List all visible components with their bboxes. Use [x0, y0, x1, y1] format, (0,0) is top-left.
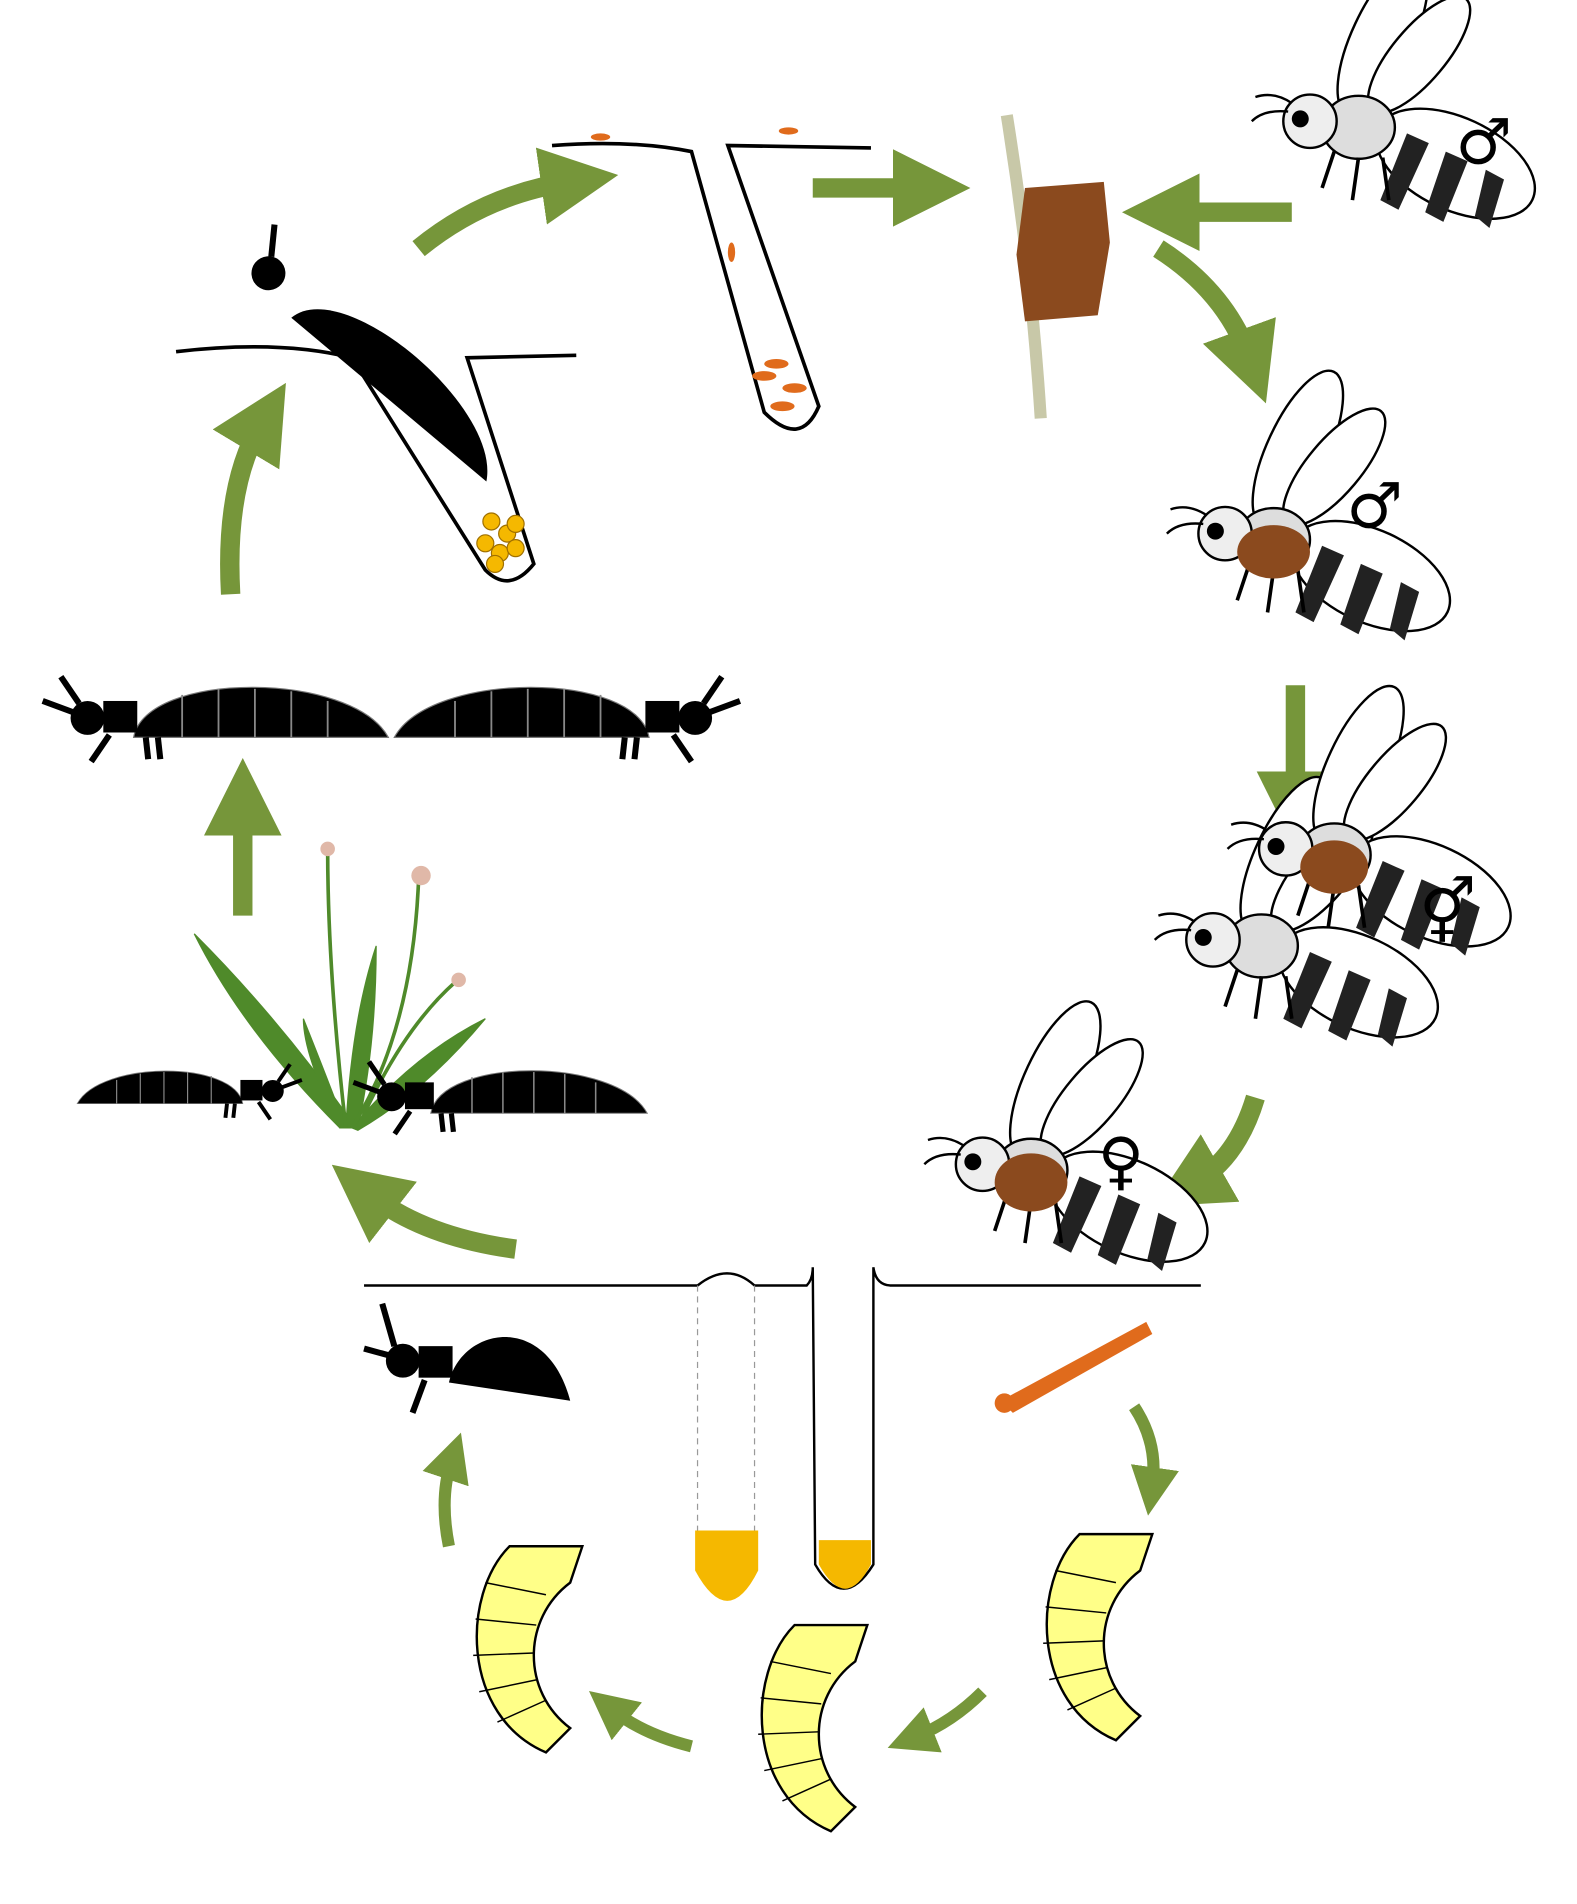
cycle-arrows — [203, 147, 1335, 1753]
bee-nest — [364, 1267, 1201, 1601]
provision-cell — [695, 1530, 759, 1601]
pseudopupa — [471, 1545, 584, 1754]
triungulin-aggregation — [1000, 114, 1110, 419]
feeding-beetle — [353, 1062, 647, 1134]
emerging-adult — [363, 1302, 571, 1414]
mating-beetles — [43, 677, 740, 762]
triungulin-larva — [994, 1321, 1153, 1413]
hatched-triungulins — [551, 127, 871, 431]
arrow — [1152, 1094, 1265, 1207]
arrow — [331, 1164, 517, 1259]
larva-stage-1 — [1041, 1532, 1154, 1742]
male-symbol: ♂ — [1456, 105, 1513, 179]
provision-cell — [818, 1540, 871, 1589]
larva-stage-2 — [756, 1623, 869, 1833]
arrow — [1129, 1403, 1179, 1516]
arrow — [1153, 240, 1276, 404]
female-laying-eggs — [175, 224, 577, 583]
arrow — [422, 1432, 469, 1548]
arrow — [887, 1687, 987, 1753]
male-bee-with-triungulins — [1165, 357, 1469, 656]
male-symbol: ♂ — [1346, 469, 1403, 543]
arrow — [588, 1691, 693, 1753]
arrow — [412, 147, 619, 257]
female-symbol: ♀ — [1098, 1123, 1144, 1197]
arrow — [212, 382, 286, 595]
egg-cluster — [476, 512, 525, 574]
female-bee — [922, 987, 1227, 1287]
feeding-beetle — [75, 1062, 304, 1122]
mating-bees — [1152, 672, 1530, 1062]
mating-symbol: ⚥ — [1419, 875, 1476, 949]
